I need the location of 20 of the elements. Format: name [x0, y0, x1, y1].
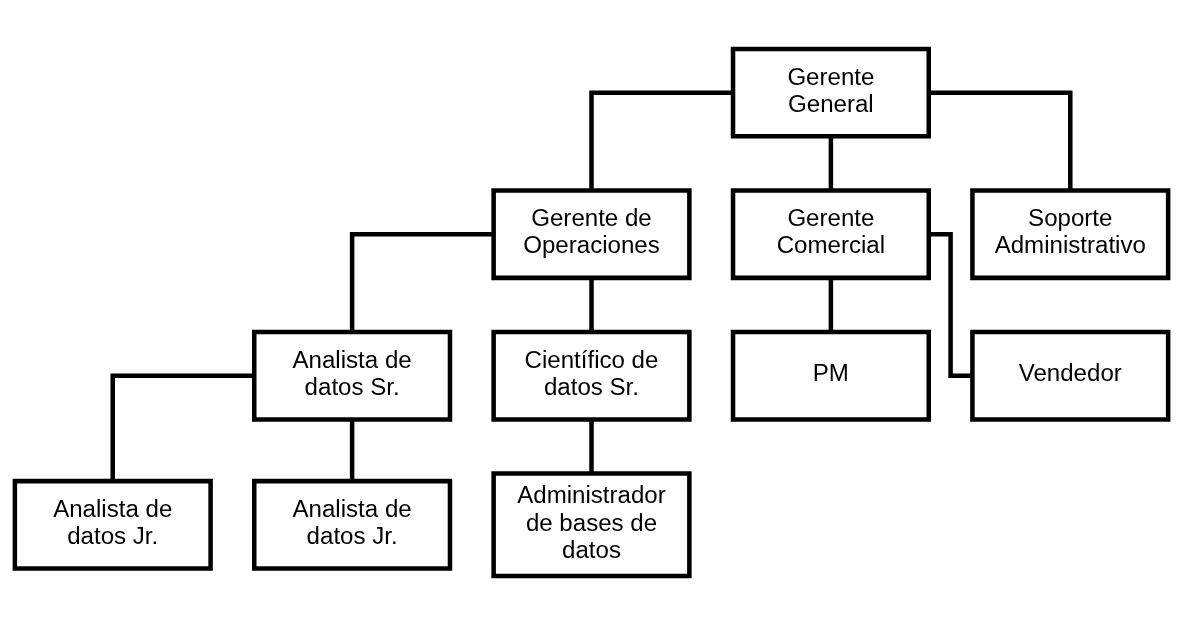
node-box: PM	[730, 329, 931, 422]
node-box: Analista de datos Jr.	[12, 478, 213, 571]
connector	[349, 419, 355, 481]
node-box: Soporte Administrativo	[970, 188, 1171, 281]
connector	[589, 278, 594, 332]
node-box: Analista de datos Jr.	[252, 478, 453, 571]
node-box: Científico de datos Sr.	[491, 329, 692, 422]
connector	[589, 90, 733, 191]
connector	[928, 90, 1073, 191]
connector	[589, 419, 594, 474]
node-box: Vendedor	[970, 329, 1171, 422]
node-box: Gerente Comercial	[730, 188, 931, 281]
node-box: Analista de datos Sr.	[252, 329, 453, 422]
connector	[349, 231, 494, 332]
node-box: Gerente de Operaciones	[491, 188, 692, 281]
connector	[828, 278, 834, 332]
node-box: Administrador de bases de datos	[491, 471, 692, 579]
connector	[110, 373, 255, 481]
connector	[828, 136, 834, 191]
node-box: Gerente General	[730, 46, 931, 139]
